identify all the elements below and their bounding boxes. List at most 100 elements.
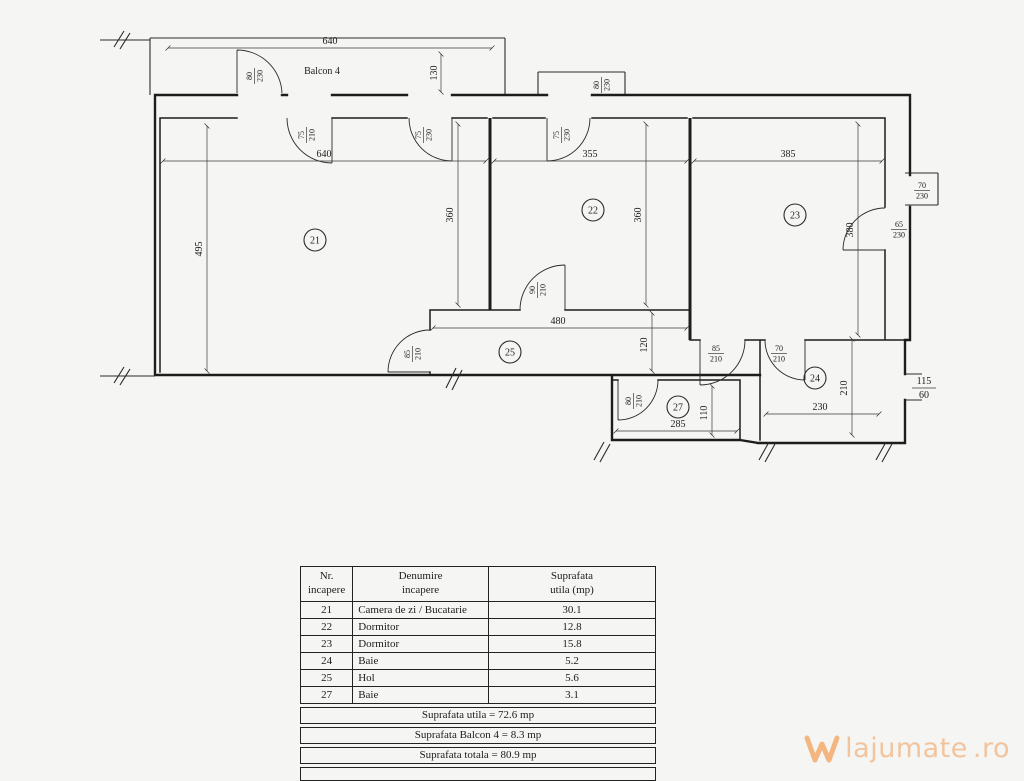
svg-text:210: 210 [308, 129, 317, 141]
cell-nr: 23 [299, 635, 354, 653]
room-label-25: 25 [498, 340, 522, 364]
dim-label: 355 [583, 149, 598, 160]
table-row: 25 Hol 5.6 [299, 669, 657, 687]
cell-nr: 24 [299, 652, 354, 670]
door-size-label-90-210: 90 210 [528, 282, 548, 298]
interior-walls [159, 117, 922, 441]
dim-label: 360 [445, 208, 456, 223]
dim-label: 385 [781, 149, 796, 160]
svg-text:27: 27 [673, 403, 683, 414]
door-size-label-75-230-b: 75 230 [552, 127, 572, 143]
cell-area: 5.2 [487, 652, 657, 670]
room-label-24: 24 [803, 366, 827, 390]
svg-text:210: 210 [773, 355, 785, 364]
cell-area: 3.1 [487, 686, 657, 704]
dim-room22-height: 360 [633, 121, 649, 308]
dim-label: 640 [317, 149, 332, 160]
svg-text:75: 75 [414, 131, 423, 139]
header-nr-line2: incapere [307, 584, 346, 596]
cell-area: 15.8 [487, 635, 657, 653]
exterior-walls [153, 93, 912, 445]
dim-hall-depth: 120 [639, 310, 655, 374]
header-nr-line1: Nr. [319, 570, 334, 583]
cell-area: 12.8 [487, 618, 657, 636]
svg-text:210: 210 [635, 395, 644, 407]
dim-label: 285 [671, 419, 686, 430]
summary-suprafata-totala: Suprafata totala = 80.9 mp [300, 747, 656, 764]
dim-room21-width: 640 [160, 149, 489, 164]
svg-text:65: 65 [895, 220, 903, 229]
table-row: 24 Baie 5.2 [299, 652, 657, 670]
summary-suprafata-utila: Suprafata utila = 72.6 mp [300, 707, 656, 724]
dim-room21-height: 495 [194, 123, 210, 374]
dim-label: 130 [429, 66, 440, 81]
door-size-label-85-210-a: 85 210 [403, 346, 423, 362]
table-row: 23 Dormitor 15.8 [299, 635, 657, 653]
door-size-label-65-230: 65 230 [891, 220, 907, 240]
header-area: Suprafata utila (mp) [487, 566, 657, 602]
balcony-outline [100, 37, 506, 377]
cell-name: Camera de zi / Bucatarie [352, 601, 489, 619]
dim-room22-width: 355 [491, 149, 690, 164]
summary-suprafata-balcon: Suprafata Balcon 4 = 8.3 mp [300, 727, 656, 744]
door-size-label-75-230-a: 75 230 [414, 127, 434, 143]
cell-name: Dormitor [352, 618, 489, 636]
door-size-label-70-230: 70 230 [914, 181, 930, 201]
dim-bath27-height: 110 [699, 383, 715, 438]
cell-area: 30.1 [487, 601, 657, 619]
room-label-21: 21 [303, 228, 327, 252]
cell-nr: 27 [299, 686, 354, 704]
cell-nr: 25 [299, 669, 354, 687]
svg-text:230: 230 [603, 79, 612, 91]
table-partial-row [300, 767, 656, 781]
dim-label: 120 [639, 338, 650, 353]
svg-text:230: 230 [425, 129, 434, 141]
header-area-line1: Suprafata [550, 570, 594, 583]
dim-bath24-height: 210 [839, 336, 855, 438]
watermark: lajumate.ro [804, 733, 1010, 764]
dim-room23-height: 380 [845, 121, 861, 338]
door-arcs [236, 49, 886, 421]
svg-text:210: 210 [539, 284, 548, 296]
dim-balcony-width: 640 [165, 36, 495, 51]
header-name-line2: incapere [401, 584, 440, 596]
svg-text:23: 23 [790, 211, 800, 222]
door-size-label-80-230-b: 80 230 [592, 77, 612, 93]
dim-hall-width: 480 [430, 316, 690, 331]
dim-label: 480 [551, 316, 566, 327]
svg-text:210: 210 [414, 348, 423, 360]
svg-text:230: 230 [893, 231, 905, 240]
svg-text:21: 21 [310, 236, 320, 247]
areas-table: Nr. incapere Denumire incapere Suprafata… [299, 566, 657, 781]
cell-name: Hol [352, 669, 489, 687]
dim-label: 495 [194, 242, 205, 257]
cell-name: Baie [352, 686, 489, 704]
table-row: 22 Dormitor 12.8 [299, 618, 657, 636]
svg-text:80: 80 [245, 72, 254, 80]
svg-text:230: 230 [256, 70, 265, 82]
dim-balcony-depth: 130 [429, 51, 444, 95]
header-name-line1: Denumire [398, 570, 443, 583]
table-row: 27 Baie 3.1 [299, 686, 657, 704]
dim-label: 380 [845, 223, 856, 238]
table-header-row: Nr. incapere Denumire incapere Suprafata… [299, 566, 657, 602]
table-row: 21 Camera de zi / Bucatarie 30.1 [299, 601, 657, 619]
cell-name: Dormitor [352, 635, 489, 653]
svg-text:80: 80 [592, 81, 601, 89]
room-area-table: Nr. incapere Denumire incapere Suprafata… [299, 566, 657, 704]
dim-label: 60 [919, 390, 929, 401]
svg-text:210: 210 [710, 355, 722, 364]
watermark-name: lajumate [845, 733, 968, 764]
svg-text:22: 22 [588, 206, 598, 217]
dim-label: 360 [633, 208, 644, 223]
door-size-label-80-230: 80 230 [245, 68, 265, 84]
dim-label: 640 [323, 36, 338, 47]
cell-nr: 22 [299, 618, 354, 636]
header-name: Denumire incapere [352, 566, 489, 602]
svg-text:75: 75 [297, 131, 306, 139]
header-nr: Nr. incapere [299, 566, 354, 602]
door-size-label-80-210: 80 210 [624, 393, 644, 409]
svg-text:90: 90 [528, 286, 537, 294]
dim-bath24-width: 230 [763, 402, 882, 417]
svg-text:80: 80 [624, 397, 633, 405]
